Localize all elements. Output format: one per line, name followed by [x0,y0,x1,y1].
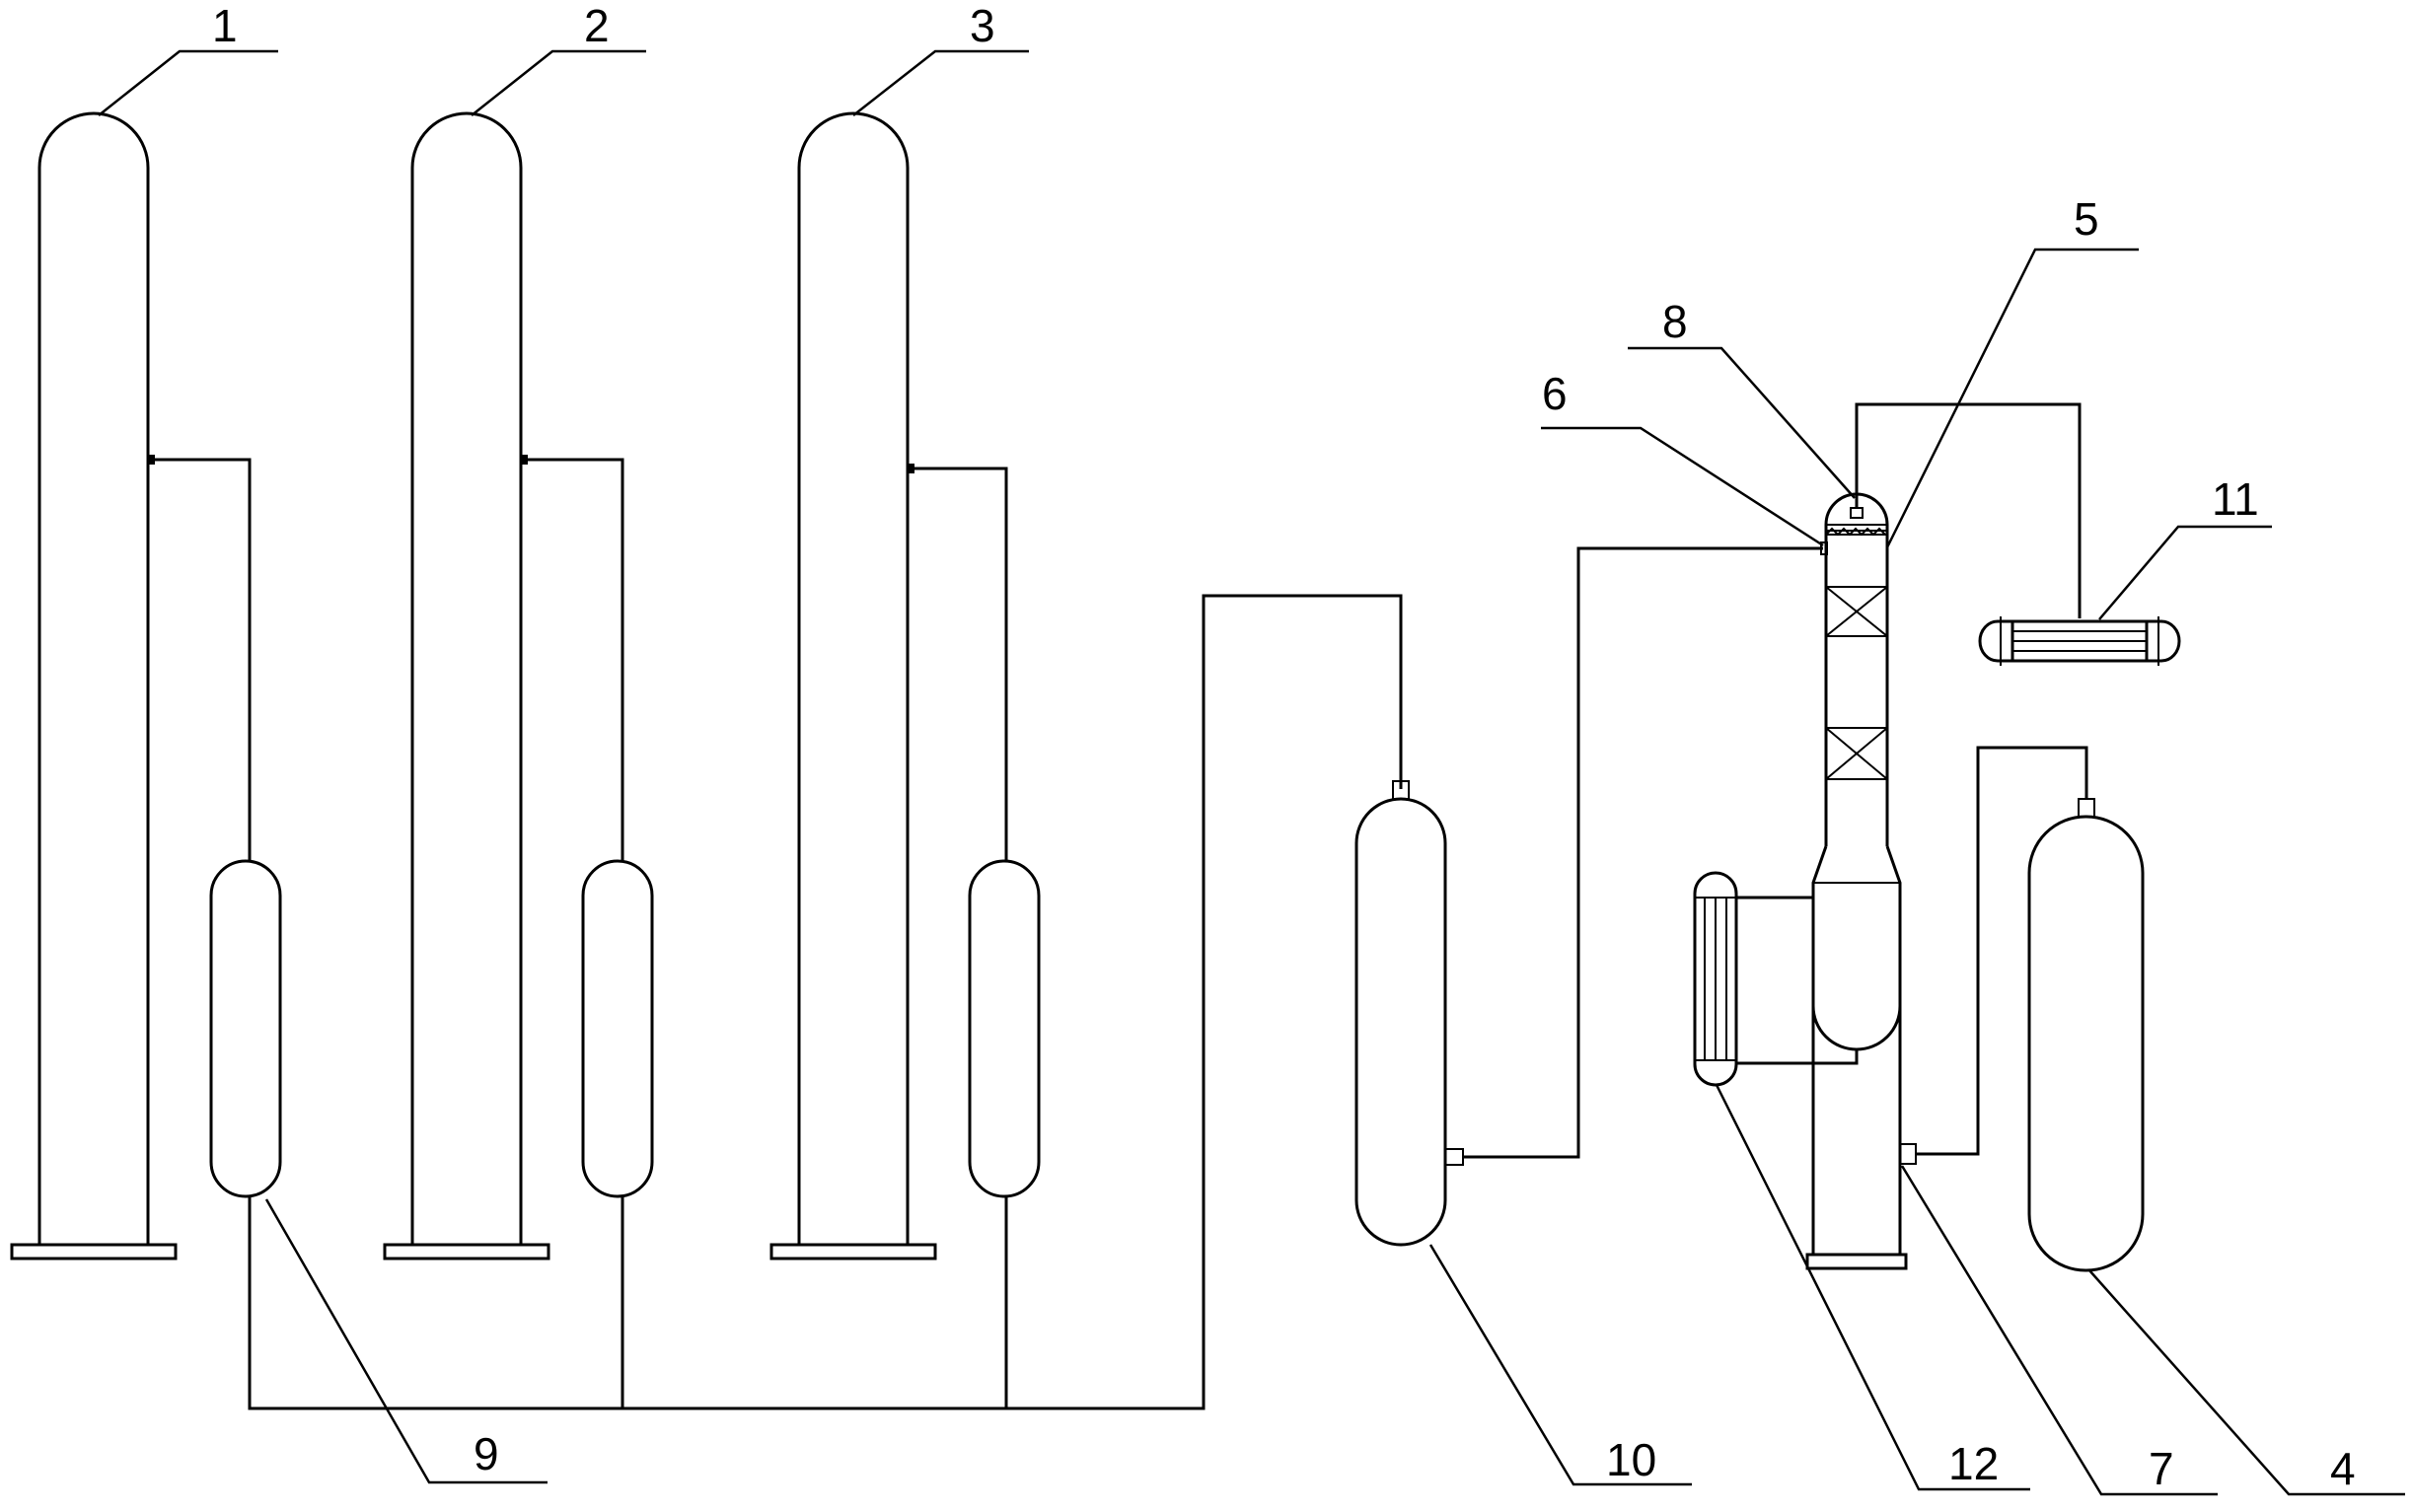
intermediate-tank-10 [1354,780,1464,1247]
pipe-tower-bottom-to-tank-4 [1916,746,2088,1156]
label-5: 5 [2074,193,2099,245]
collection-header-pipe [248,594,1403,1410]
label-7: 7 [2149,1443,2174,1494]
small-vessel-1 [209,859,282,1198]
tall-column-3 [769,111,937,1260]
overhead-vapor-pipe [1855,402,2082,618]
label-8: 8 [1662,296,1688,347]
pipe-column-3-to-vessel [908,464,1008,861]
label-1: 1 [212,0,238,51]
label-3: 3 [970,0,995,51]
label-11: 11 [2212,473,2259,525]
condenser-11 [1978,616,2181,666]
label-4: 4 [2330,1443,2356,1494]
small-vessel-3 [968,859,1041,1198]
leader-lines [98,49,2405,1496]
reboiler-12 [1693,871,1859,1087]
tall-column-1 [10,111,178,1260]
distillation-tower-5 [1805,492,1917,1270]
label-6: 6 [1542,368,1568,419]
label-2: 2 [584,0,610,51]
pipe-column-1-to-vessel [148,455,252,861]
pipe-column-2-to-vessel [521,455,624,861]
tall-column-2 [383,111,550,1260]
small-vessel-2 [581,859,654,1198]
label-10: 10 [1606,1434,1656,1485]
label-12: 12 [1948,1438,1999,1489]
product-tank-4 [2027,798,2145,1272]
pipe-tank-to-tower-feed [1463,546,1823,1159]
label-9: 9 [474,1428,499,1479]
